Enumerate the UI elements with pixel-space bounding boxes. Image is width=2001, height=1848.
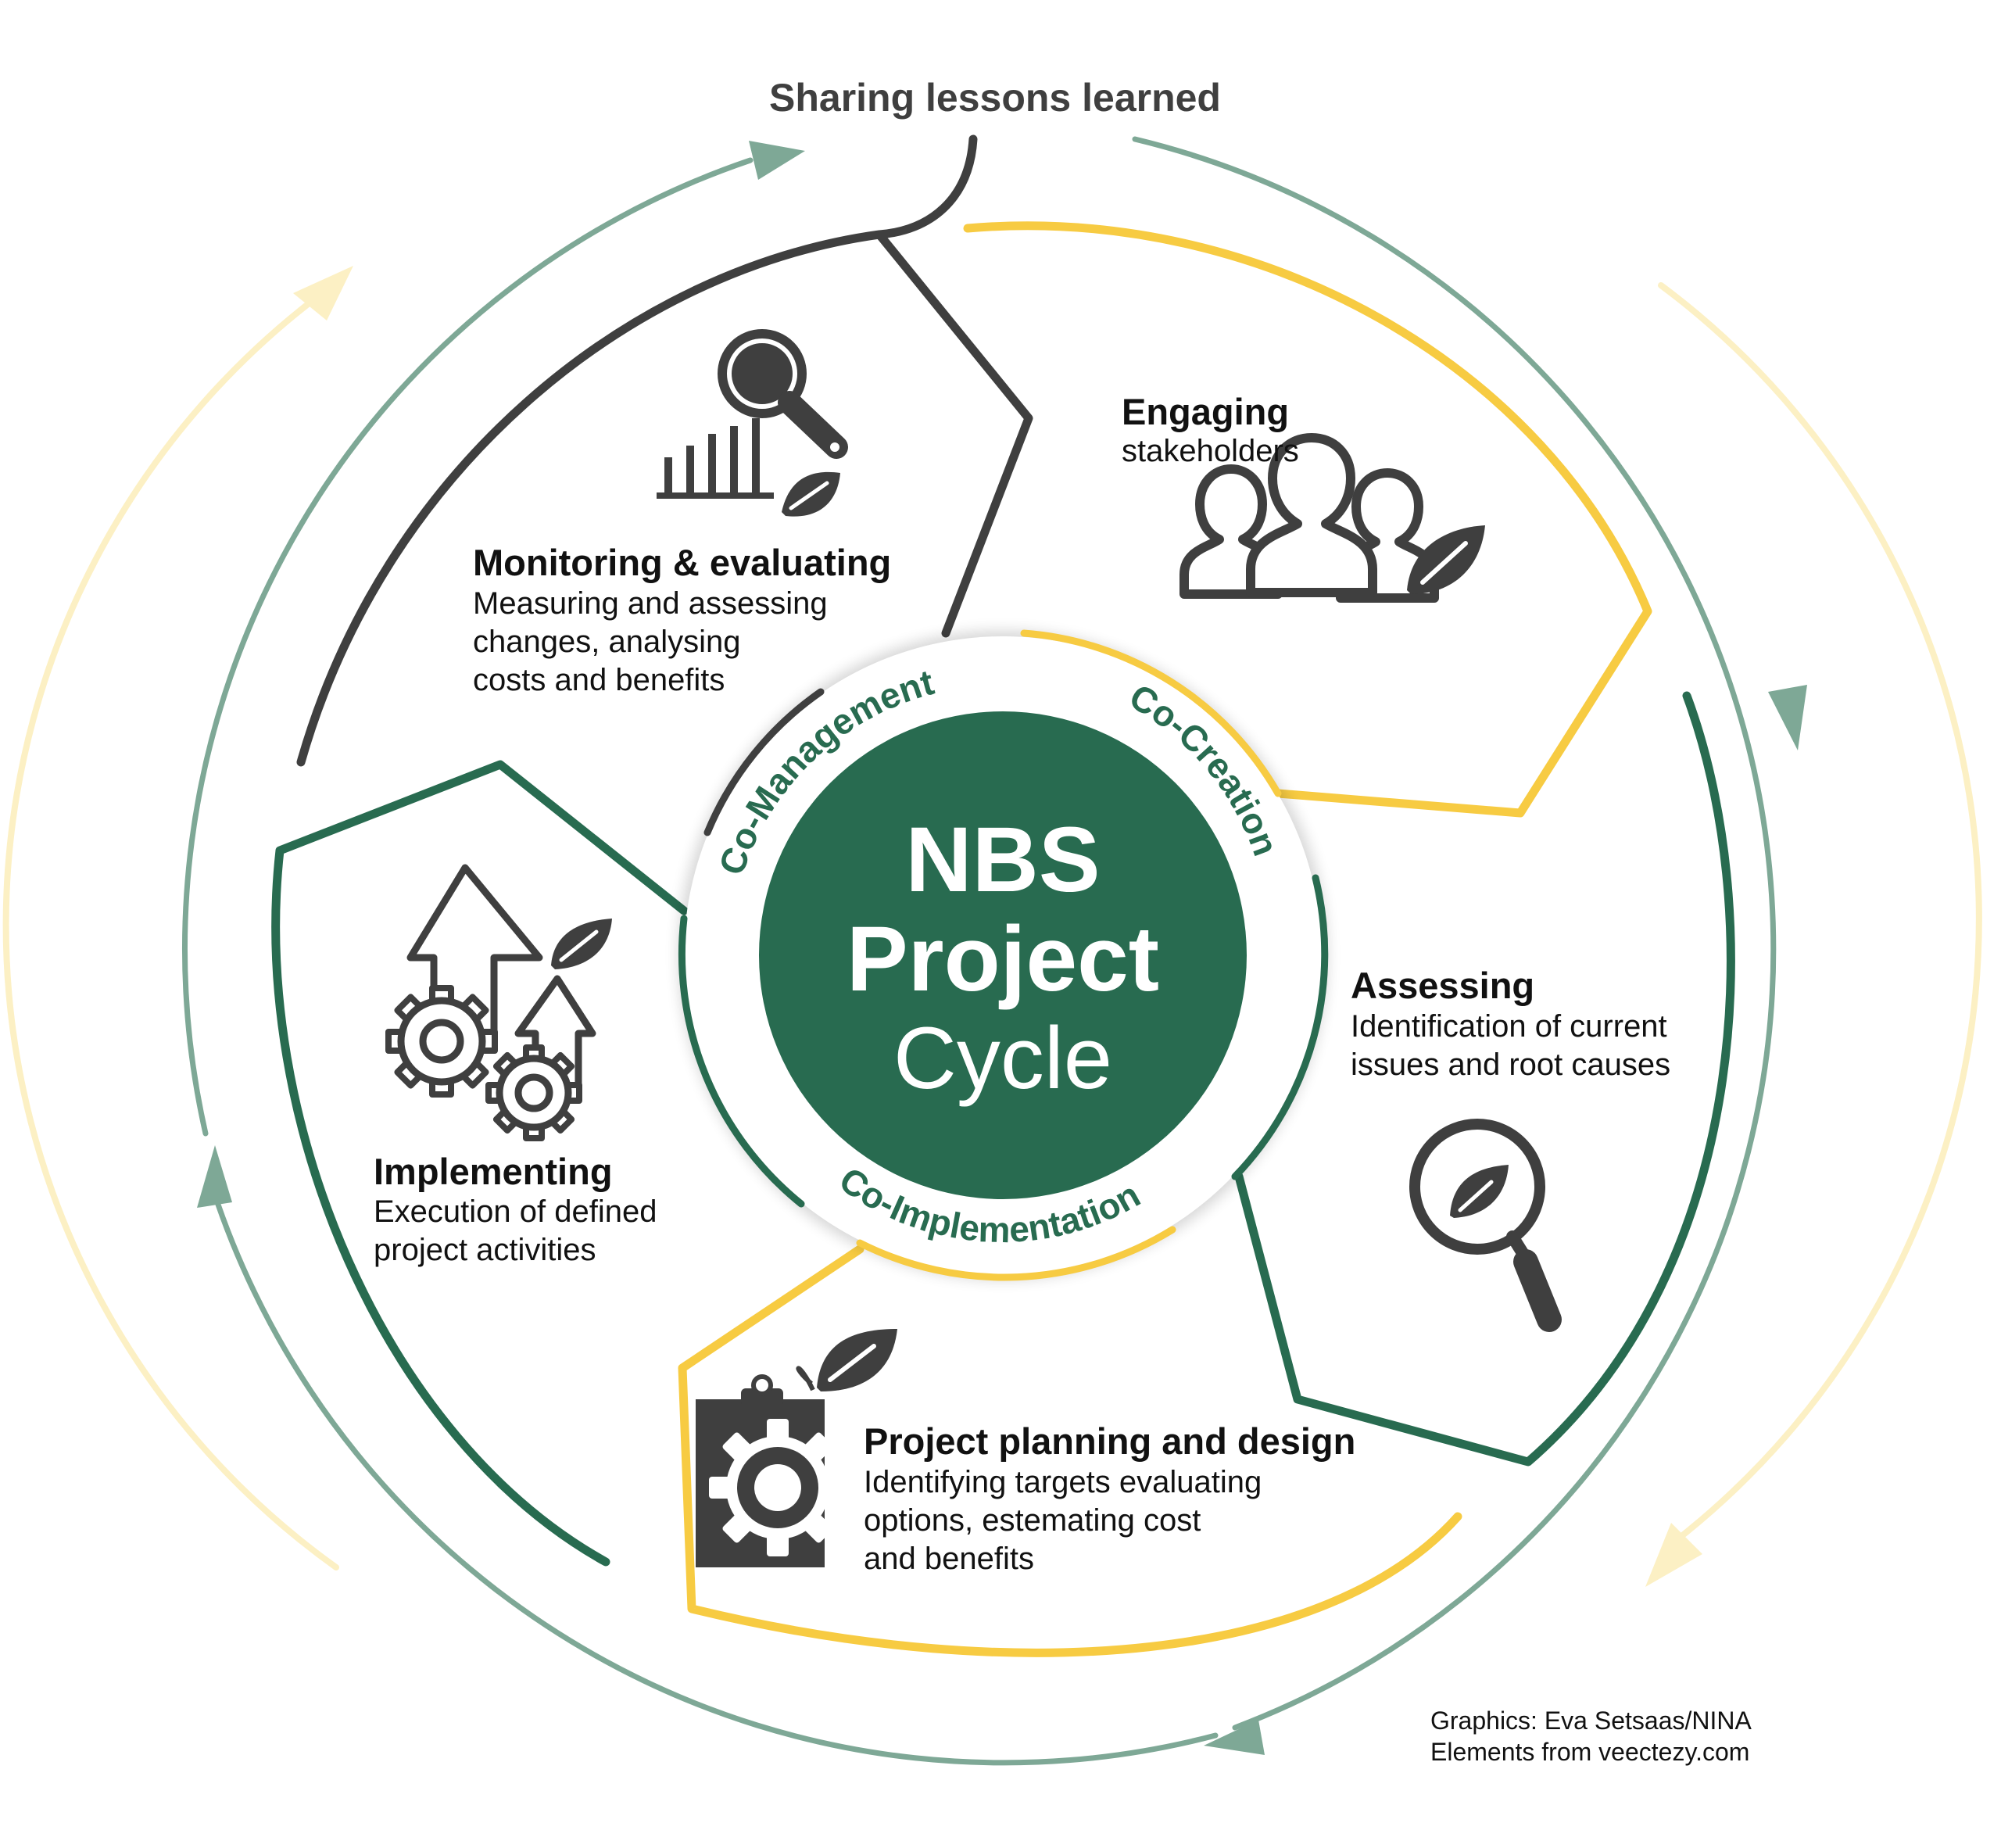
sage-arc-bottom-left bbox=[209, 1185, 1219, 1766]
stage-implementing: Implementing Execution of defined projec… bbox=[374, 1151, 657, 1267]
assessing-outline bbox=[1234, 691, 1735, 1467]
stage-assessing-desc-2: issues and root causes bbox=[1351, 1048, 1670, 1082]
leaf-icon bbox=[782, 471, 840, 517]
credits-line-2: Elements from veectezy.com bbox=[1430, 1738, 1749, 1766]
pale-arrowhead-right-icon bbox=[1645, 1523, 1702, 1587]
credits: Graphics: Eva Setsaas/NINA Elements from… bbox=[1430, 1707, 1752, 1766]
outer-pale-arcs bbox=[2, 274, 1982, 1570]
pale-arc-right bbox=[1658, 282, 1982, 1543]
stage-planning-title: Project planning and design bbox=[864, 1420, 1355, 1462]
engaging-outline bbox=[963, 221, 1652, 818]
stage-implementing-title: Implementing bbox=[374, 1151, 613, 1192]
stage-implementing-desc-1: Execution of defined bbox=[374, 1194, 657, 1229]
leaf-icon bbox=[1407, 525, 1485, 594]
sage-arrowheads bbox=[197, 141, 1807, 1755]
implementing-outline bbox=[271, 760, 689, 1567]
stage-planning-desc-2: options, estemating cost bbox=[864, 1503, 1201, 1538]
monitoring-outline bbox=[296, 134, 1033, 767]
stage-engaging-desc-1: stakeholders bbox=[1122, 434, 1299, 468]
center-title-project: Project bbox=[847, 908, 1159, 1011]
credits-line-1: Graphics: Eva Setsaas/NINA bbox=[1430, 1707, 1752, 1735]
planning-outline bbox=[678, 1245, 1462, 1657]
pale-arc-left bbox=[2, 274, 347, 1570]
sage-arrowhead-bottom-icon bbox=[1204, 1720, 1265, 1755]
stage-monitoring: Monitoring & evaluating Measuring and as… bbox=[473, 542, 891, 697]
sharing-lessons-label: Sharing lessons learned bbox=[769, 76, 1221, 120]
sage-arrowhead-right-icon bbox=[1768, 685, 1807, 750]
stage-planning: Project planning and design Identifying … bbox=[864, 1420, 1355, 1576]
stage-assessing-title: Assessing bbox=[1351, 965, 1534, 1006]
stage-monitoring-desc-2: changes, analysing bbox=[473, 625, 740, 659]
stakeholders-group-icon bbox=[1179, 433, 1485, 603]
magnifier-leaf-icon bbox=[1409, 1119, 1562, 1332]
stage-engaging-title: Engaging bbox=[1122, 391, 1289, 432]
stage-engaging: Engaging stakeholders bbox=[1122, 391, 1299, 468]
center-ring-arcs bbox=[678, 629, 1329, 1281]
sage-cycle-ring bbox=[181, 136, 1777, 1766]
stage-assessing: Assessing Identification of current issu… bbox=[1351, 965, 1670, 1082]
leaf-icon bbox=[1450, 1165, 1509, 1218]
ring-arc-planning bbox=[856, 1226, 1176, 1281]
leaf-icon bbox=[796, 1329, 897, 1391]
center-title-cycle: Cycle bbox=[893, 1009, 1112, 1107]
ring-arc-management bbox=[703, 688, 825, 836]
sage-arrowhead-top-icon bbox=[749, 141, 805, 180]
center-core bbox=[759, 711, 1247, 1199]
stage-planning-desc-1: Identifying targets evaluating bbox=[864, 1465, 1262, 1499]
stage-assessing-desc-1: Identification of current bbox=[1351, 1009, 1667, 1044]
sage-arc-top-left bbox=[181, 157, 754, 1137]
center-title-nbs: NBS bbox=[905, 808, 1100, 911]
sage-arrowhead-left-icon bbox=[197, 1145, 232, 1208]
stage-implementing-desc-2: project activities bbox=[374, 1233, 596, 1267]
ring-arc-creation bbox=[1020, 629, 1282, 797]
stage-monitoring-title: Monitoring & evaluating bbox=[473, 542, 891, 583]
pale-arrowheads bbox=[293, 266, 1702, 1587]
magnifier-bar-chart-icon bbox=[657, 329, 848, 517]
leaf-icon bbox=[551, 919, 612, 969]
stage-monitoring-desc-1: Measuring and assessing bbox=[473, 586, 828, 621]
ring-arc-assessing bbox=[1231, 874, 1329, 1180]
stage-planning-desc-3: and benefits bbox=[864, 1542, 1034, 1576]
gears-arrows-icon bbox=[385, 864, 612, 1141]
pale-arrowhead-left-icon bbox=[293, 266, 353, 321]
sage-arc-right bbox=[1132, 136, 1777, 1731]
ring-arc-implementing bbox=[678, 915, 805, 1208]
clipboard-gear-icon bbox=[696, 1329, 897, 1571]
stage-monitoring-desc-3: costs and benefits bbox=[473, 663, 725, 697]
